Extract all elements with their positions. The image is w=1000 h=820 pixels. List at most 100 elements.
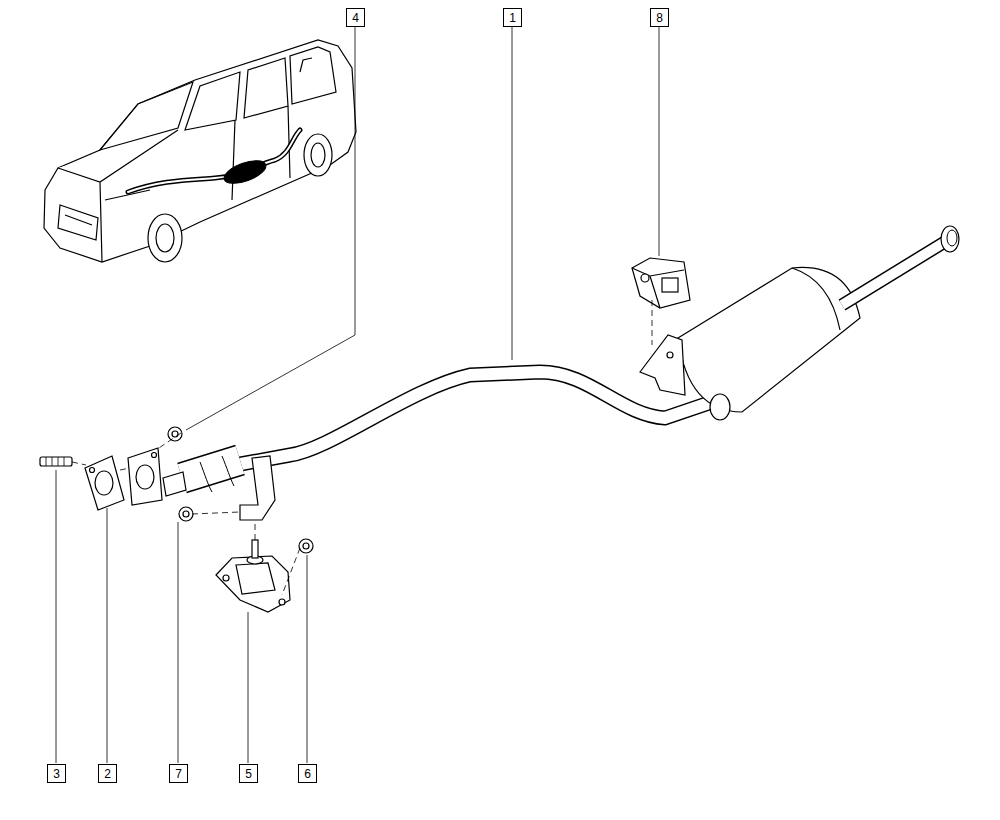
nut <box>299 539 313 553</box>
front-mount <box>223 575 229 581</box>
pipe-flange <box>128 448 186 505</box>
tailpipe <box>842 226 959 305</box>
vehicle-exhaust-trace <box>221 156 269 188</box>
muffler <box>710 394 730 420</box>
vehicle-exhaust-trace <box>128 130 300 192</box>
callout-number: 8 <box>656 11 663 25</box>
muffler <box>678 267 860 420</box>
pipe-flange <box>128 448 162 505</box>
nut <box>183 511 189 517</box>
vehicle-sketch <box>100 82 193 150</box>
callout-number: 2 <box>104 767 111 781</box>
assembly-line <box>120 468 130 470</box>
gasket <box>85 456 124 510</box>
exhaust-pipe <box>235 372 712 465</box>
vehicle-sketch <box>58 130 178 262</box>
pipe-hanger <box>240 456 275 520</box>
callout-box: 2 <box>98 764 117 783</box>
vehicle-sketch <box>148 214 182 262</box>
exhaust-pipe <box>200 456 234 492</box>
assembly-line <box>282 548 300 595</box>
stud <box>40 457 72 466</box>
rear-mount <box>632 258 690 308</box>
pipe-flange <box>152 453 157 458</box>
exhaust-pipe <box>235 372 712 465</box>
callout-box: 3 <box>47 764 66 783</box>
callout-box: 1 <box>503 8 522 27</box>
callout-box: 5 <box>239 764 258 783</box>
callout-box: 7 <box>169 764 188 783</box>
vehicle-exhaust-trace <box>128 130 300 192</box>
muffler <box>792 268 840 330</box>
muffler <box>678 267 860 412</box>
vehicle-sketch <box>232 106 290 200</box>
callout-number: 6 <box>304 767 311 781</box>
assembly-line <box>652 300 653 345</box>
leader-line <box>307 555 308 763</box>
rear-mount <box>662 278 678 292</box>
assembly-line <box>192 512 240 514</box>
assembly-line <box>72 462 86 465</box>
gasket <box>90 468 95 473</box>
vehicle-sketch <box>311 143 325 167</box>
front-mount <box>252 540 258 558</box>
stud <box>40 457 72 466</box>
callout-box: 6 <box>298 764 317 783</box>
assembly-line <box>156 433 181 450</box>
rear-mount <box>632 268 684 308</box>
nut <box>303 543 309 549</box>
assembly-line <box>255 522 256 540</box>
pipe-flange <box>163 472 186 496</box>
vehicle-sketch <box>58 205 98 240</box>
front-mount <box>216 540 290 612</box>
vehicle-sketch <box>44 40 356 262</box>
muffler-bracket <box>667 352 673 358</box>
vehicle-sketch <box>300 58 312 72</box>
vehicle-sketch <box>304 134 332 176</box>
tailpipe <box>842 240 948 305</box>
vehicle-exhaust-trace <box>128 130 300 192</box>
callout-number: 4 <box>352 11 359 25</box>
callout-number: 5 <box>245 767 252 781</box>
pipe-hanger <box>240 456 275 520</box>
pipe-flange <box>136 465 154 489</box>
tailpipe <box>947 230 957 246</box>
stud <box>46 457 64 466</box>
tailpipe <box>842 240 948 305</box>
gasket <box>95 471 113 495</box>
callout-box: 8 <box>650 8 669 27</box>
exhaust-pipe <box>182 460 240 478</box>
front-mount <box>236 563 275 594</box>
muffler-bracket <box>640 335 685 395</box>
callout-number: 3 <box>53 767 60 781</box>
leader-line <box>512 27 513 360</box>
rear-mount <box>632 258 690 308</box>
vehicle-sketch <box>156 224 174 252</box>
vehicle-sketch <box>65 215 92 225</box>
leader-line <box>56 470 57 763</box>
leader-line <box>248 612 249 763</box>
leader-line <box>56 27 659 763</box>
muffler-bracket <box>640 335 685 395</box>
tailpipe <box>941 226 959 252</box>
front-mount <box>216 556 290 612</box>
front-mount <box>279 599 285 605</box>
vehicle-sketch <box>244 58 288 118</box>
leader-line <box>107 508 108 763</box>
exhaust-pipe <box>182 460 240 478</box>
callout-number: 7 <box>175 767 182 781</box>
nut <box>168 427 313 553</box>
vehicle-sketch <box>44 40 356 262</box>
vehicle-sketch <box>290 47 336 104</box>
callout-box: 4 <box>346 8 365 27</box>
nut <box>179 507 193 521</box>
leader-line <box>186 27 355 430</box>
leader-line <box>178 522 179 763</box>
gasket <box>85 456 124 510</box>
leader-line <box>659 27 660 256</box>
assembly-line <box>72 300 652 595</box>
vehicle-sketch <box>185 72 240 130</box>
